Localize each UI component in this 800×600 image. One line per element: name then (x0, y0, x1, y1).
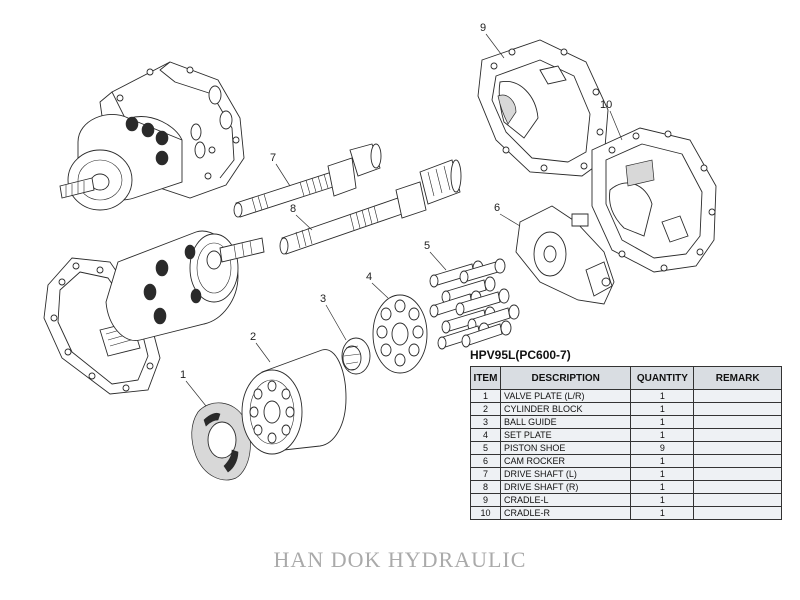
callout-label: 1 (180, 369, 186, 381)
drive-shaft-right (279, 159, 462, 255)
callout-10: 10 (600, 99, 623, 141)
cell-item: 8 (470, 480, 501, 494)
column-header-quantity: QUANTITY (630, 366, 695, 390)
callout-3: 3 (320, 293, 347, 341)
cell-remark (693, 480, 782, 494)
cell-quantity: 1 (630, 389, 695, 403)
cell-remark (693, 402, 782, 416)
table-header-row: ITEM DESCRIPTION QUANTITY REMARK (470, 366, 782, 390)
column-header-item: ITEM (470, 366, 501, 390)
callout-4: 4 (366, 271, 389, 299)
cell-item: 3 (470, 415, 501, 429)
pump-assembly-upper (59, 61, 245, 211)
callout-7: 7 (270, 152, 291, 187)
callout-label: 10 (600, 99, 612, 111)
piston-shoe (461, 320, 512, 348)
cell-remark (693, 441, 782, 455)
callout-6: 6 (494, 202, 521, 227)
column-header-description: DESCRIPTION (499, 366, 632, 390)
cell-remark (693, 389, 782, 403)
cell-item: 2 (470, 402, 501, 416)
piston-shoes (429, 258, 520, 350)
cell-quantity: 1 (630, 506, 695, 520)
callout-label: 5 (424, 240, 430, 252)
cell-quantity: 1 (630, 493, 695, 507)
callout-label: 7 (270, 152, 276, 164)
callout-1: 1 (180, 369, 207, 407)
cam-rocker (515, 205, 615, 305)
column-header-remark: REMARK (693, 366, 782, 390)
piston-shoe (441, 276, 496, 304)
cell-description: CRADLE-L (499, 493, 632, 507)
cell-quantity: 1 (630, 402, 695, 416)
cell-description: CRADLE-R (499, 506, 632, 520)
cell-quantity: 1 (630, 415, 695, 429)
cell-quantity: 1 (630, 454, 695, 468)
cell-description: SET PLATE (499, 428, 632, 442)
cradle-right (591, 127, 717, 273)
cell-description: VALVE PLATE (L/R) (499, 389, 632, 403)
callout-label: 6 (494, 202, 500, 214)
callout-label: 4 (366, 271, 372, 283)
cell-item: 5 (470, 441, 501, 455)
callout-8: 8 (290, 203, 313, 231)
cell-remark (693, 467, 782, 481)
piston-shoe (459, 258, 506, 284)
drive-shaft-left (233, 143, 382, 218)
callout-label: 3 (320, 293, 326, 305)
cylinder-block (241, 349, 347, 455)
brand-footer: HAN DOK HYDRAULIC (273, 547, 527, 572)
cell-description: DRIVE SHAFT (R) (499, 480, 632, 494)
cell-quantity: 1 (630, 428, 695, 442)
cell-remark (693, 454, 782, 468)
cell-quantity: 9 (630, 441, 695, 455)
piston-shoe (455, 288, 510, 316)
cell-item: 7 (470, 467, 501, 481)
pump-assembly-lower (43, 230, 265, 395)
cell-remark (693, 506, 782, 520)
cell-item: 1 (470, 389, 501, 403)
set-plate (372, 294, 428, 374)
cell-description: DRIVE SHAFT (L) (499, 467, 632, 481)
callout-9: 9 (480, 22, 505, 59)
callout-5: 5 (424, 240, 447, 271)
cell-item: 9 (470, 493, 501, 507)
callout-2: 2 (250, 331, 271, 363)
cradle-left (477, 39, 609, 177)
table-title: HPV95L(PC600-7) (470, 348, 571, 362)
valve-plate (191, 402, 251, 481)
cell-quantity: 1 (630, 480, 695, 494)
cell-description: CAM ROCKER (499, 454, 632, 468)
cell-description: PISTON SHOE (499, 441, 632, 455)
callout-label: 2 (250, 331, 256, 343)
callout-label: 8 (290, 203, 296, 215)
cell-description: BALL GUIDE (499, 415, 632, 429)
cell-quantity: 1 (630, 467, 695, 481)
cell-remark (693, 428, 782, 442)
callout-label: 9 (480, 22, 486, 34)
cell-remark (693, 493, 782, 507)
cell-remark (693, 415, 782, 429)
ball-guide (341, 337, 371, 375)
cell-item: 4 (470, 428, 501, 442)
cell-item: 10 (470, 506, 501, 520)
cell-description: CYLINDER BLOCK (499, 402, 632, 416)
cell-item: 6 (470, 454, 501, 468)
